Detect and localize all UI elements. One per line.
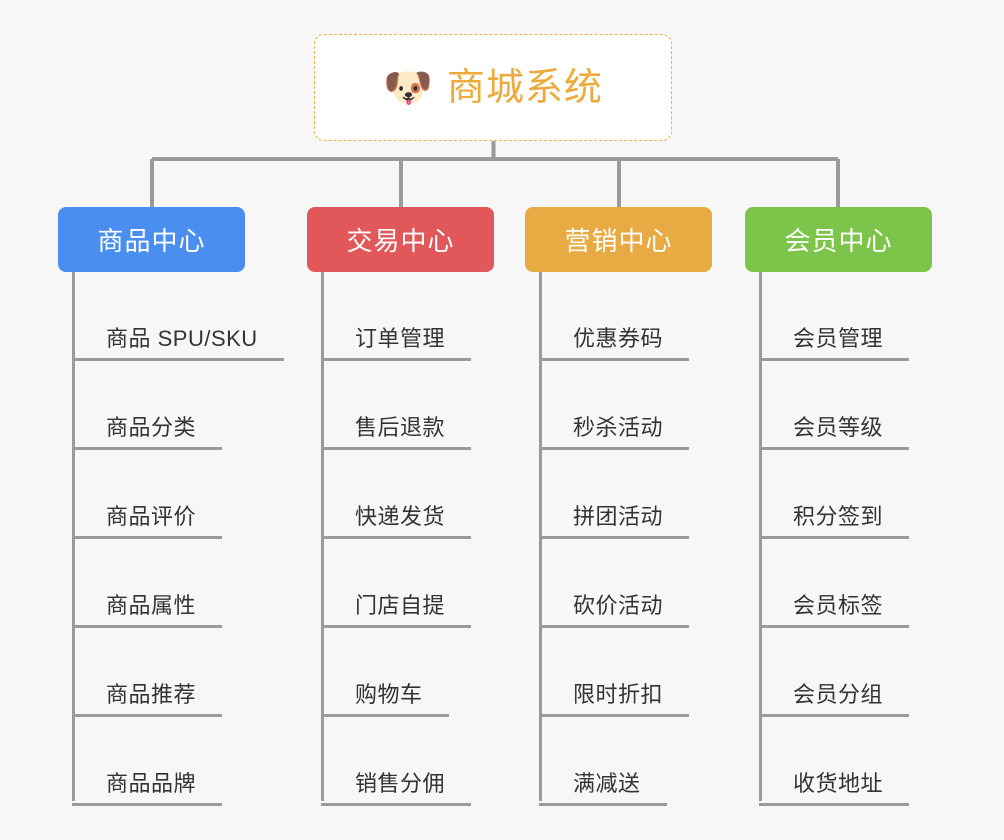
leaf-label: 商品品牌 xyxy=(106,770,197,796)
category-title: 商品中心 xyxy=(97,226,206,256)
category-title: 会员中心 xyxy=(784,226,893,256)
dog-face-icon: 🐶 xyxy=(383,65,433,110)
leaf-label: 商品 SPU/SKU xyxy=(106,325,258,351)
list-item[interactable]: 积分签到 xyxy=(745,450,932,539)
leaf-label: 销售分佣 xyxy=(355,770,446,796)
leaf-label: 砍价活动 xyxy=(573,592,664,618)
leaf-list-marketing-center: 优惠券码 秒杀活动 拼团活动 砍价活动 限时折扣 满减送 xyxy=(525,272,712,806)
leaf-label: 商品分类 xyxy=(106,414,197,440)
branch-marketing-center: 营销中心 优惠券码 秒杀活动 拼团活动 砍价活动 限时折扣 满减送 xyxy=(525,207,712,806)
list-item[interactable]: 拼团活动 xyxy=(525,450,712,539)
list-item[interactable]: 砍价活动 xyxy=(525,539,712,628)
list-item[interactable]: 购物车 xyxy=(307,628,494,717)
leaf-label: 门店自提 xyxy=(355,592,446,618)
leaf-label: 商品属性 xyxy=(106,592,197,618)
list-item[interactable]: 销售分佣 xyxy=(307,717,494,806)
list-item[interactable]: 商品 SPU/SKU xyxy=(58,272,284,361)
list-item[interactable]: 商品属性 xyxy=(58,539,245,628)
list-item[interactable]: 订单管理 xyxy=(307,272,494,361)
root-title: 商城系统 xyxy=(446,66,603,109)
branch-product-center: 商品中心 商品 SPU/SKU 商品分类 商品评价 商品属性 商品推荐 商品品牌 xyxy=(58,207,284,806)
category-header-trade-center[interactable]: 交易中心 xyxy=(307,207,494,272)
list-item[interactable]: 门店自提 xyxy=(307,539,494,628)
list-item[interactable]: 快递发货 xyxy=(307,450,494,539)
list-item[interactable]: 秒杀活动 xyxy=(525,361,712,450)
leaf-label: 限时折扣 xyxy=(573,681,664,707)
branch-member-center: 会员中心 会员管理 会员等级 积分签到 会员标签 会员分组 收货地址 xyxy=(745,207,932,806)
leaf-label: 收货地址 xyxy=(793,770,884,796)
leaf-label: 购物车 xyxy=(355,681,423,707)
list-item[interactable]: 收货地址 xyxy=(745,717,932,806)
category-header-member-center[interactable]: 会员中心 xyxy=(745,207,932,272)
leaf-list-member-center: 会员管理 会员等级 积分签到 会员标签 会员分组 收货地址 xyxy=(745,272,932,806)
root-node[interactable]: 🐶 商城系统 xyxy=(314,34,672,141)
leaf-label: 会员标签 xyxy=(793,592,884,618)
list-item[interactable]: 商品推荐 xyxy=(58,628,245,717)
leaf-label: 会员分组 xyxy=(793,681,884,707)
list-item[interactable]: 满减送 xyxy=(525,717,712,806)
leaf-label: 拼团活动 xyxy=(573,503,664,529)
leaf-label: 优惠券码 xyxy=(573,325,664,351)
list-item[interactable]: 售后退款 xyxy=(307,361,494,450)
leaf-label: 商品评价 xyxy=(106,503,197,529)
category-header-marketing-center[interactable]: 营销中心 xyxy=(525,207,712,272)
list-item[interactable]: 会员管理 xyxy=(745,272,932,361)
leaf-list-trade-center: 订单管理 售后退款 快递发货 门店自提 购物车 销售分佣 xyxy=(307,272,494,806)
leaf-label: 会员管理 xyxy=(793,325,884,351)
list-item[interactable]: 会员标签 xyxy=(745,539,932,628)
leaf-label: 快递发货 xyxy=(355,503,446,529)
list-item[interactable]: 商品品牌 xyxy=(58,717,245,806)
leaf-label: 订单管理 xyxy=(355,325,446,351)
list-item[interactable]: 会员分组 xyxy=(745,628,932,717)
list-item[interactable]: 优惠券码 xyxy=(525,272,712,361)
category-header-product-center[interactable]: 商品中心 xyxy=(58,207,245,272)
leaf-label: 商品推荐 xyxy=(106,681,197,707)
list-item[interactable]: 会员等级 xyxy=(745,361,932,450)
category-title: 交易中心 xyxy=(346,226,455,256)
list-item[interactable]: 商品分类 xyxy=(58,361,245,450)
list-item[interactable]: 限时折扣 xyxy=(525,628,712,717)
leaf-label: 售后退款 xyxy=(355,414,446,440)
category-title: 营销中心 xyxy=(564,226,673,256)
leaf-label: 满减送 xyxy=(573,770,641,796)
list-item[interactable]: 商品评价 xyxy=(58,450,245,539)
branch-trade-center: 交易中心 订单管理 售后退款 快递发货 门店自提 购物车 销售分佣 xyxy=(307,207,494,806)
leaf-label: 秒杀活动 xyxy=(573,414,664,440)
leaf-label: 会员等级 xyxy=(793,414,884,440)
leaf-label: 积分签到 xyxy=(793,503,884,529)
leaf-list-product-center: 商品 SPU/SKU 商品分类 商品评价 商品属性 商品推荐 商品品牌 xyxy=(58,272,284,806)
